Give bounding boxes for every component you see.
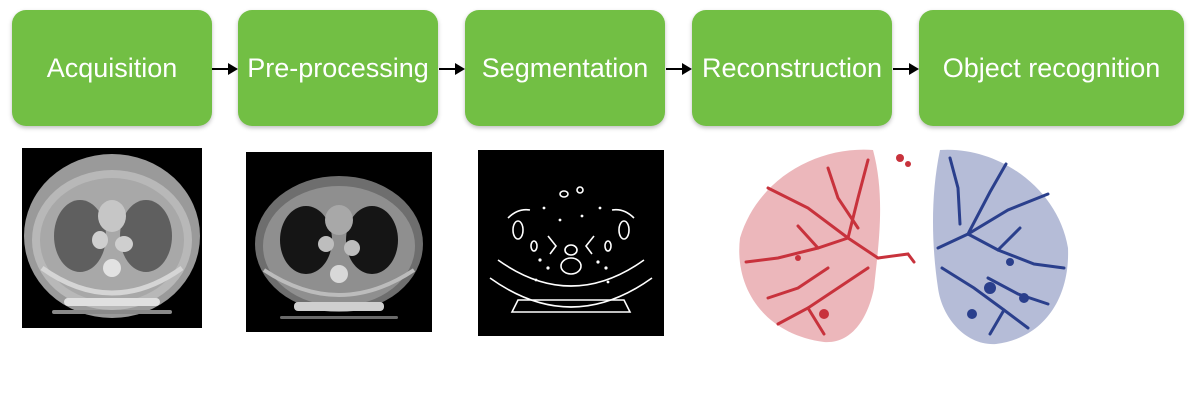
arrow-right-icon	[666, 63, 692, 75]
ct-scan-preprocessed-image	[246, 152, 432, 332]
step-segmentation: Segmentation	[465, 10, 665, 126]
arrow-right-icon	[893, 63, 919, 75]
step-acquisition: Acquisition	[12, 10, 212, 126]
ct-scan-segmented-image	[478, 150, 664, 336]
step-label: Pre-processing	[247, 52, 429, 83]
right-lung-reconstruction	[933, 149, 1069, 345]
ct-scan-raw-image	[22, 148, 202, 328]
step-pre-processing: Pre-processing	[238, 10, 438, 126]
arrow-right-icon	[439, 63, 465, 75]
step-label: Reconstruction	[701, 52, 883, 83]
step-reconstruction: Reconstruction	[692, 10, 892, 126]
step-label: Object recognition	[942, 52, 1161, 83]
step-object-recognition: Object recognition	[919, 10, 1184, 126]
arrow-right-icon	[212, 63, 238, 75]
step-label: Segmentation	[481, 52, 649, 83]
left-lung-reconstruction	[739, 149, 916, 343]
step-label: Acquisition	[46, 52, 178, 83]
lung-3d-reconstruction-image	[739, 149, 1069, 345]
